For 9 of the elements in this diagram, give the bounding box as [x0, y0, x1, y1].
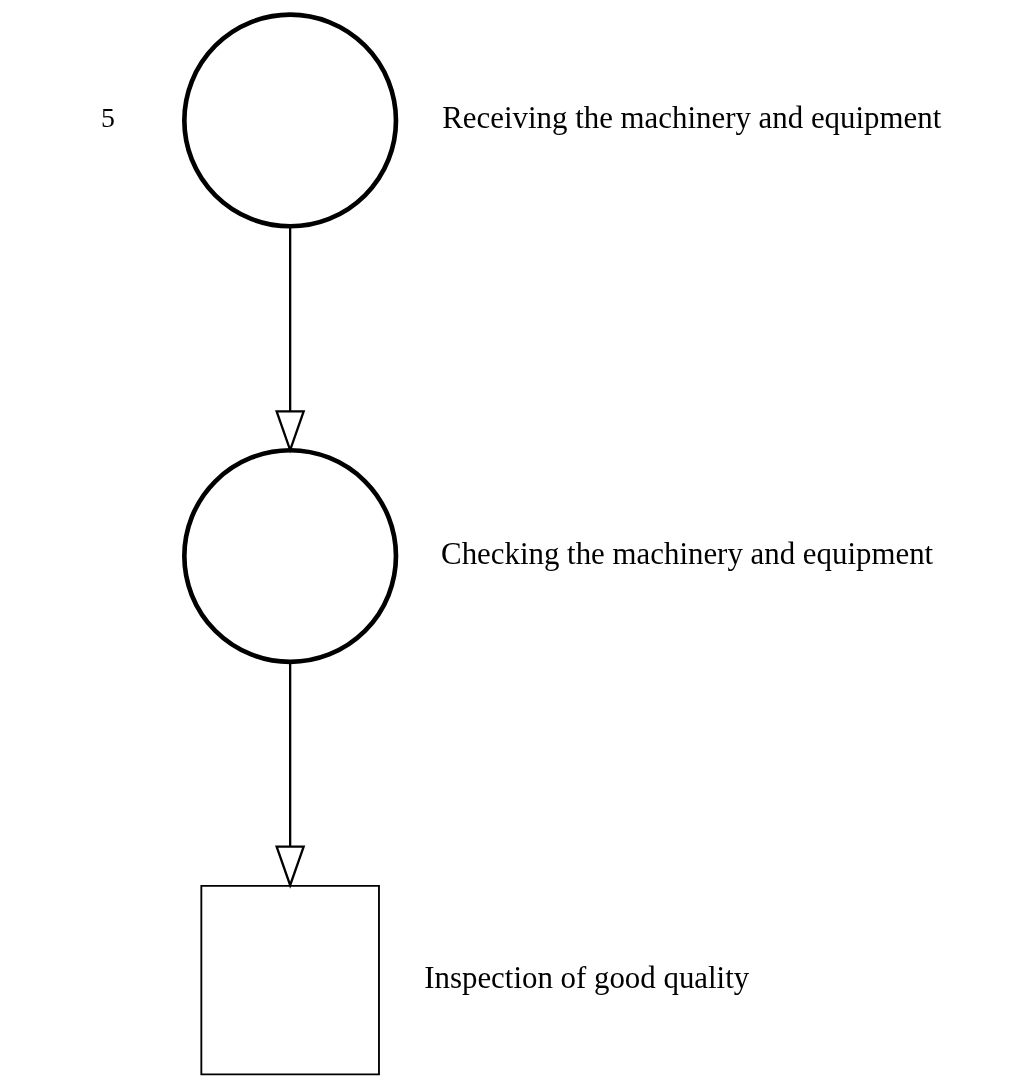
arrow: [274, 662, 305, 889]
label: 5: [100, 102, 115, 134]
node-label: Inspection of good quality: [423, 959, 749, 995]
node-label: Checking the machinery and equipment: [440, 535, 933, 571]
node-circle: [181, 447, 398, 665]
node-label: Receiving the machinery and equipment: [441, 100, 941, 136]
node-circle: [181, 12, 398, 229]
node-box: [199, 884, 380, 1076]
arrow: [274, 226, 305, 454]
